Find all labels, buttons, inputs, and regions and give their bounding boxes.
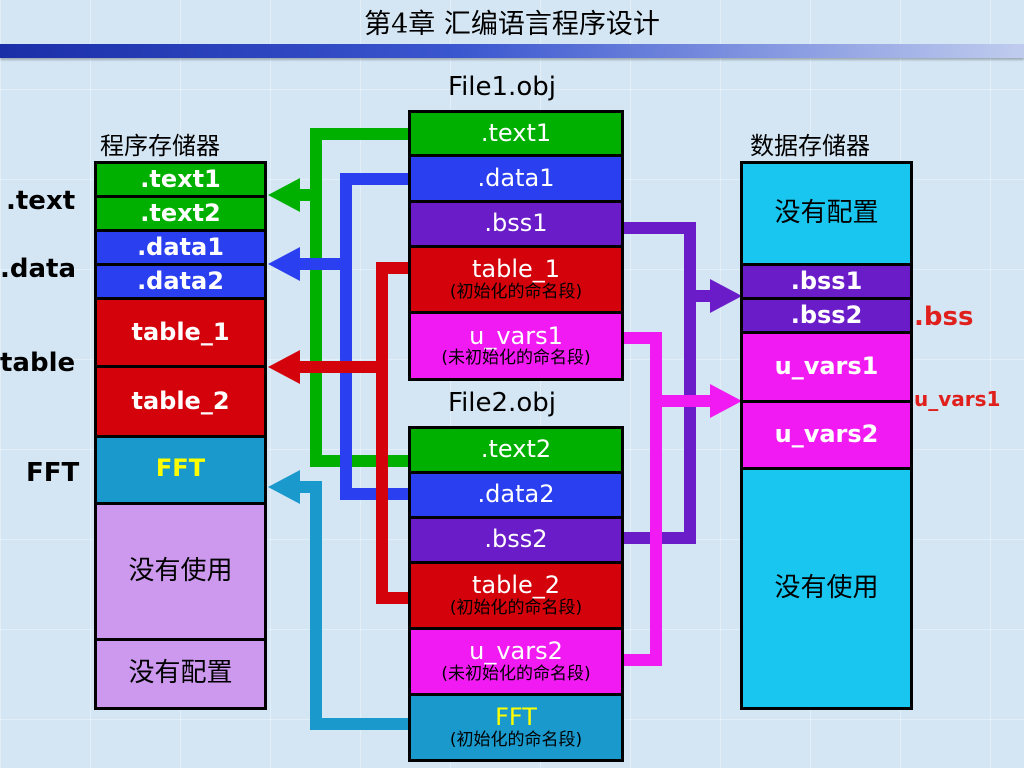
dm-box-unused: 没有使用 [743,470,910,707]
page-title: 第4章 汇编语言程序设计 [364,9,660,40]
side-label-text: .text [6,186,76,216]
pm-box-fft: FFT [97,438,264,502]
file1-title: File1.obj [448,72,556,102]
file2-uvars2-label: u_vars2 [469,637,563,666]
file1-uvars1-note: (未初始化的命名段) [441,348,591,369]
program-memory-column: .text1 .text2 .data1 .data2 table_1 tabl… [94,161,267,710]
file2-fft-note: (初始化的命名段) [449,729,583,750]
pm-box-data2: .data2 [97,266,264,297]
file2-column: .text2 .data2 .bss2 table_2 (初始化的命名段) u_… [408,426,624,762]
side-label-fft: FFT [26,458,80,488]
pm-box-unused: 没有使用 [97,505,264,638]
side-label-uvars1: u_vars1 [914,387,1001,411]
magenta-connector [623,332,712,666]
file2-box-fft: FFT (初始化的命名段) [411,696,621,759]
file1-box-bss1: .bss1 [411,203,621,245]
file2-box-table2: table_2 (初始化的命名段) [411,564,621,627]
file1-box-data1: .data1 [411,157,621,200]
program-memory-title: 程序存储器 [100,132,220,160]
dm-box-uvars1: u_vars1 [743,334,910,400]
teal-connector [298,481,410,730]
side-label-table: table [0,348,76,378]
purple-connector [623,222,712,544]
file2-uvars2-note: (未初始化的命名段) [441,663,591,684]
file1-box-text1: .text1 [411,113,621,154]
side-label-bss: .bss [914,302,974,332]
pm-box-unconfigured: 没有配置 [97,641,264,707]
dm-box-bss2: .bss2 [743,300,910,331]
file1-table1-label: table_1 [471,255,561,284]
magenta-arrowhead [710,384,742,418]
file2-table2-note: (初始化的命名段) [449,597,583,618]
file2-box-uvars2: u_vars2 (未初始化的命名段) [411,630,621,693]
red-connector [298,262,410,604]
file1-box-uvars1: u_vars1 (未初始化的命名段) [411,314,621,378]
title-bar [0,44,1024,58]
red-arrowhead [268,350,300,384]
file2-title: File2.obj [448,388,556,418]
file2-box-data2: .data2 [411,474,621,516]
file1-table1-note: (初始化的命名段) [449,281,583,302]
pm-box-text1: .text1 [97,164,264,195]
dm-box-unconfigured: 没有配置 [743,164,910,263]
data-memory-title: 数据存储器 [750,132,870,160]
pm-box-table2: table_2 [97,368,264,435]
blue-arrowhead [268,247,300,281]
purple-arrowhead [710,279,742,313]
green-connector [298,128,410,467]
pm-box-text2: .text2 [97,198,264,229]
file2-box-text2: .text2 [411,429,621,471]
file1-box-table1: table_1 (初始化的命名段) [411,248,621,311]
pm-box-table1: table_1 [97,300,264,365]
file2-fft-label: FFT [495,703,537,732]
data-memory-column: 没有配置 .bss1 .bss2 u_vars1 u_vars2 没有使用 [740,161,913,710]
side-label-data: .data [0,254,77,284]
file2-table2-label: table_2 [471,571,561,600]
dm-box-bss1: .bss1 [743,266,910,297]
file1-column: .text1 .data1 .bss1 table_1 (初始化的命名段) u_… [408,110,624,381]
dm-box-uvars2: u_vars2 [743,403,910,467]
file1-uvars1-label: u_vars1 [469,321,563,350]
green-arrowhead [268,178,300,212]
file2-box-bss2: .bss2 [411,519,621,561]
pm-box-data1: .data1 [97,232,264,263]
teal-arrowhead [268,470,300,504]
